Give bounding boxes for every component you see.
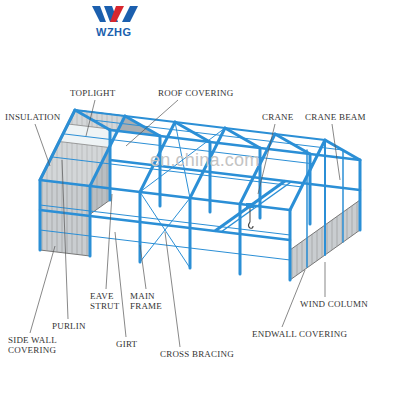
part-label: ROOF COVERING (158, 88, 233, 98)
crane (250, 206, 251, 222)
leader-line (126, 100, 178, 146)
main-frame (90, 116, 125, 186)
main-frame (359, 160, 362, 230)
part-label: CRANE (262, 112, 294, 122)
main-frame (40, 180, 290, 210)
leader-line (115, 232, 126, 337)
crane (246, 203, 254, 208)
part-label: TOPLIGHT (70, 88, 115, 98)
crane (221, 182, 291, 232)
main-frame (39, 180, 42, 250)
part-label: WIND COLUMN (300, 299, 368, 309)
leader-line (106, 194, 112, 289)
leader-line (35, 124, 50, 166)
crane (249, 222, 254, 228)
main-frame (89, 186, 92, 256)
part-label: CRANE BEAM (305, 112, 366, 122)
main-frame (93, 120, 343, 150)
part-label: CROSS BRACING (160, 349, 234, 359)
part-label: PURLIN (52, 321, 86, 331)
logo-mark (122, 6, 138, 22)
part-label: INSULATION (5, 112, 61, 122)
main-frame (75, 110, 325, 140)
leader-line (165, 232, 180, 347)
leader-line (282, 270, 305, 327)
main-frame (306, 150, 308, 267)
leader-line (140, 245, 146, 289)
leader-line (332, 124, 340, 180)
logo-mark (92, 6, 138, 22)
main-frame (324, 140, 326, 255)
leader-line (258, 124, 275, 194)
part-label: SIDE WALL COVERING (8, 335, 70, 355)
leader-line (30, 100, 340, 347)
part-label: ENDWALL COVERING (252, 329, 347, 339)
leader-line (62, 160, 68, 319)
main-frame (309, 154, 312, 224)
logo-mark (92, 6, 106, 22)
part-label: GIRT (116, 339, 137, 349)
brand-name: WZHG (96, 27, 132, 37)
part-label: EAVE STRUT (90, 291, 124, 311)
main-frame (140, 198, 190, 262)
watermark: en.china.com (150, 150, 259, 170)
main-frame (342, 150, 344, 242)
main-frame (40, 210, 290, 240)
main-frame (140, 192, 190, 268)
crane (215, 181, 291, 232)
logo-mark (110, 6, 124, 22)
leader-line (30, 246, 55, 333)
leader-line (86, 100, 95, 136)
part-label: MAIN FRAME (130, 291, 168, 311)
leader-line (325, 262, 326, 297)
main-frame (289, 210, 292, 280)
main-frame (40, 110, 360, 280)
main-frame (189, 198, 192, 268)
crane (215, 181, 285, 231)
